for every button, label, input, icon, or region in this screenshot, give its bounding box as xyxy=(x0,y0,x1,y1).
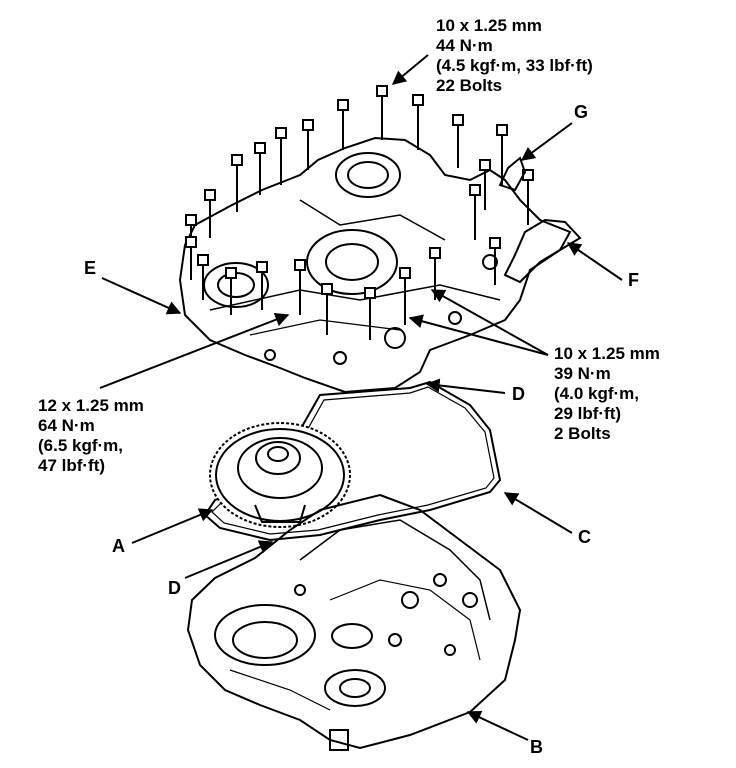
leader-d-upper xyxy=(425,378,506,394)
bolt xyxy=(489,237,501,285)
bolt xyxy=(225,267,237,315)
bolt xyxy=(302,119,314,170)
bracket-g xyxy=(498,156,527,192)
bolt xyxy=(452,114,464,168)
bolt xyxy=(294,259,306,315)
callout-line: (4.0 kgf·m, xyxy=(554,384,640,403)
callout-line: 10 x 1.25 mm xyxy=(436,16,542,35)
label-d-lower: D xyxy=(168,578,181,598)
bolt xyxy=(321,283,333,335)
label-e: E xyxy=(84,258,97,278)
bolt xyxy=(337,99,349,150)
bolt xyxy=(364,287,376,340)
bolt xyxy=(479,159,491,210)
label-b: B xyxy=(530,737,543,757)
bolt xyxy=(197,254,209,300)
bolt xyxy=(496,124,508,185)
leader-a xyxy=(131,508,214,544)
callout-line: (6.5 kgf·m, xyxy=(38,436,124,455)
bolt xyxy=(399,267,411,325)
label-c: C xyxy=(578,527,591,547)
bolt xyxy=(275,127,287,185)
label-d-upper: D xyxy=(512,384,525,404)
callout-line: 39 N·m xyxy=(554,364,611,383)
label-a: A xyxy=(112,536,125,556)
callout-left-bolts: 12 x 1.25 mm 64 N·m (6.5 kgf·m, 47 lbf·f… xyxy=(38,396,144,476)
bolt xyxy=(185,236,197,280)
callout-line: 12 x 1.25 mm xyxy=(38,396,144,415)
bolt xyxy=(204,189,216,238)
callout-line: 47 lbf·ft) xyxy=(38,456,106,475)
callout-line: 44 N·m xyxy=(436,36,493,55)
leader-c xyxy=(503,492,573,534)
callout-line: 10 x 1.25 mm xyxy=(554,344,660,363)
leader-lines xyxy=(99,54,623,741)
leader-left-bolts xyxy=(99,313,290,389)
label-f: F xyxy=(628,270,639,290)
leader-g xyxy=(520,122,573,161)
callout-line: 2 Bolts xyxy=(554,424,611,443)
leader-e xyxy=(101,277,182,315)
leader-right-bolts-2 xyxy=(408,314,549,356)
housing-bolts xyxy=(185,85,534,340)
bolt xyxy=(469,184,481,240)
bolt xyxy=(376,85,388,140)
bolt xyxy=(231,154,243,212)
gasket-c xyxy=(203,380,502,542)
callout-top-bolts: 10 x 1.25 mm 44 N·m (4.5 kgf·m, 33 lbf·f… xyxy=(436,16,593,96)
transmission-housing xyxy=(178,136,572,394)
callout-line: 29 lbf·ft) xyxy=(554,404,622,423)
leader-top-bolts xyxy=(391,54,429,85)
bolt xyxy=(256,261,268,310)
leader-right-bolts-1 xyxy=(430,289,549,356)
plate-f xyxy=(503,218,582,284)
transmission-housing-b xyxy=(186,493,522,751)
leader-b xyxy=(466,710,529,741)
bolt xyxy=(254,142,266,195)
bolt xyxy=(412,94,424,150)
bolt xyxy=(522,169,534,225)
label-g: G xyxy=(574,102,589,122)
callout-line: 22 Bolts xyxy=(436,76,503,95)
leader-d-lower xyxy=(184,540,274,579)
leader-f xyxy=(566,242,623,281)
callout-line: 64 N·m xyxy=(38,416,95,435)
differential-gear-a xyxy=(209,422,351,528)
callout-right-bolts: 10 x 1.25 mm 39 N·m (4.0 kgf·m, 29 lbf·f… xyxy=(554,344,660,444)
callout-line: (4.5 kgf·m, 33 lbf·ft) xyxy=(436,56,593,75)
